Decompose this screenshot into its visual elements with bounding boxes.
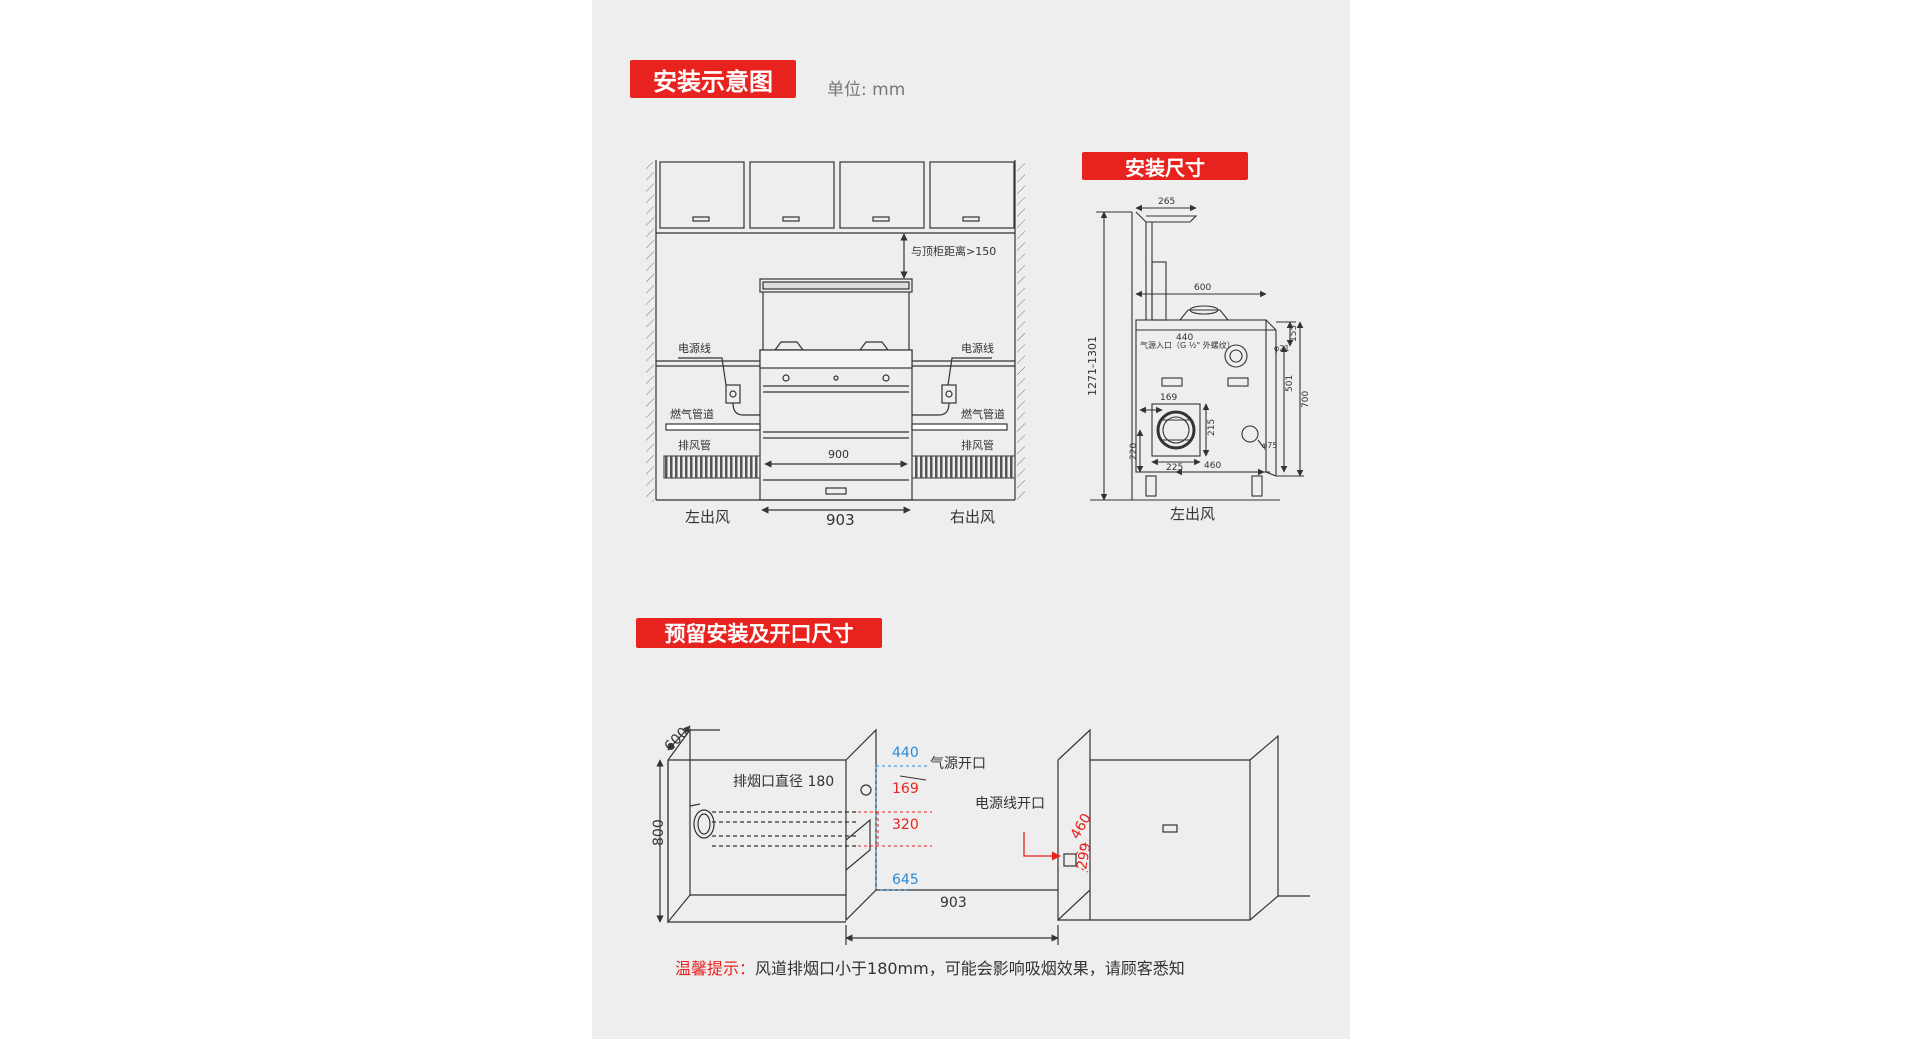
blue-dim-440: 440: [892, 745, 919, 761]
cabinet-dim-800: 800: [651, 819, 667, 846]
gas-opening-label: 气源开口: [930, 756, 986, 772]
red-dim-460: 460: [1068, 811, 1095, 842]
red-dim-320: 320: [892, 817, 919, 833]
side-dim-215: 215: [1207, 419, 1217, 436]
unit-label: 单位: mm: [827, 80, 906, 100]
side-left-outlet-label: 左出风: [1170, 505, 1215, 523]
exhaust-diameter-label: 排烟口直径 180: [733, 773, 834, 790]
cabinet-opening-diagram: [656, 725, 1310, 945]
blue-dim-645: 645: [892, 872, 919, 888]
left-outlet-label: 左出风: [685, 508, 730, 526]
power-label-left: 电源线: [678, 341, 711, 355]
left-wall: [646, 162, 654, 502]
gas-pipe-label-left: 燃气管道: [670, 407, 714, 421]
side-dim-501: 501: [1285, 375, 1295, 392]
side-dim-phi21: φ21: [1274, 344, 1289, 353]
red-dim-299: 299: [1074, 842, 1094, 871]
gas-inlet-label: 气源入口（G ½" 外螺纹）: [1140, 340, 1235, 350]
side-dim-phi75: φ75: [1262, 441, 1277, 450]
front-view-diagram: [646, 160, 1025, 514]
side-dim-225: 225: [1166, 463, 1183, 473]
right-wall: [1017, 162, 1025, 502]
tip-text: 风道排烟口小于180mm，可能会影响吸烟效果，请顾客悉知: [755, 959, 1185, 978]
blue-guides: [875, 765, 930, 891]
outer-width-903: 903: [826, 511, 855, 529]
warm-tip: 温馨提示：风道排烟口小于180mm，可能会影响吸烟效果，请顾客悉知: [675, 955, 1185, 979]
side-dim-169: 169: [1160, 393, 1177, 403]
side-dim-155: 155: [1289, 325, 1299, 342]
side-dim-700: 700: [1301, 391, 1311, 408]
power-opening-label: 电源线开口: [975, 796, 1045, 812]
header-reserved-opening: 预留安装及开口尺寸: [636, 618, 882, 648]
power-opening-arrow: [1023, 832, 1061, 861]
header-install-dimensions: 安装尺寸: [1082, 152, 1248, 180]
red-dim-169: 169: [892, 781, 919, 797]
upper-cabinets: [656, 161, 1015, 234]
right-outlet-label: 右出风: [950, 508, 995, 526]
tip-label: 温馨提示：: [675, 959, 756, 978]
power-label-right: 电源线: [961, 341, 994, 355]
side-dim-460: 460: [1204, 461, 1221, 471]
side-dim-220: 220: [1129, 443, 1139, 460]
red-guides: [858, 811, 1089, 873]
gas-pipe-label-right: 燃气管道: [961, 407, 1005, 421]
top-clearance-label: 与顶柜距离>150: [911, 244, 996, 258]
side-dim-440: 440: [1176, 333, 1193, 343]
side-dim-600: 600: [1194, 283, 1211, 293]
cabinet-dim-903: 903: [940, 895, 967, 911]
side-height-range: 1271-1301: [1086, 336, 1099, 396]
side-view-diagram: [1090, 204, 1304, 501]
header-install-schematic: 安装示意图: [630, 60, 796, 98]
inner-width-900: 900: [828, 448, 849, 461]
exhaust-label-left: 排风管: [678, 438, 711, 452]
side-dim-265: 265: [1158, 197, 1175, 207]
exhaust-label-right: 排风管: [961, 438, 994, 452]
